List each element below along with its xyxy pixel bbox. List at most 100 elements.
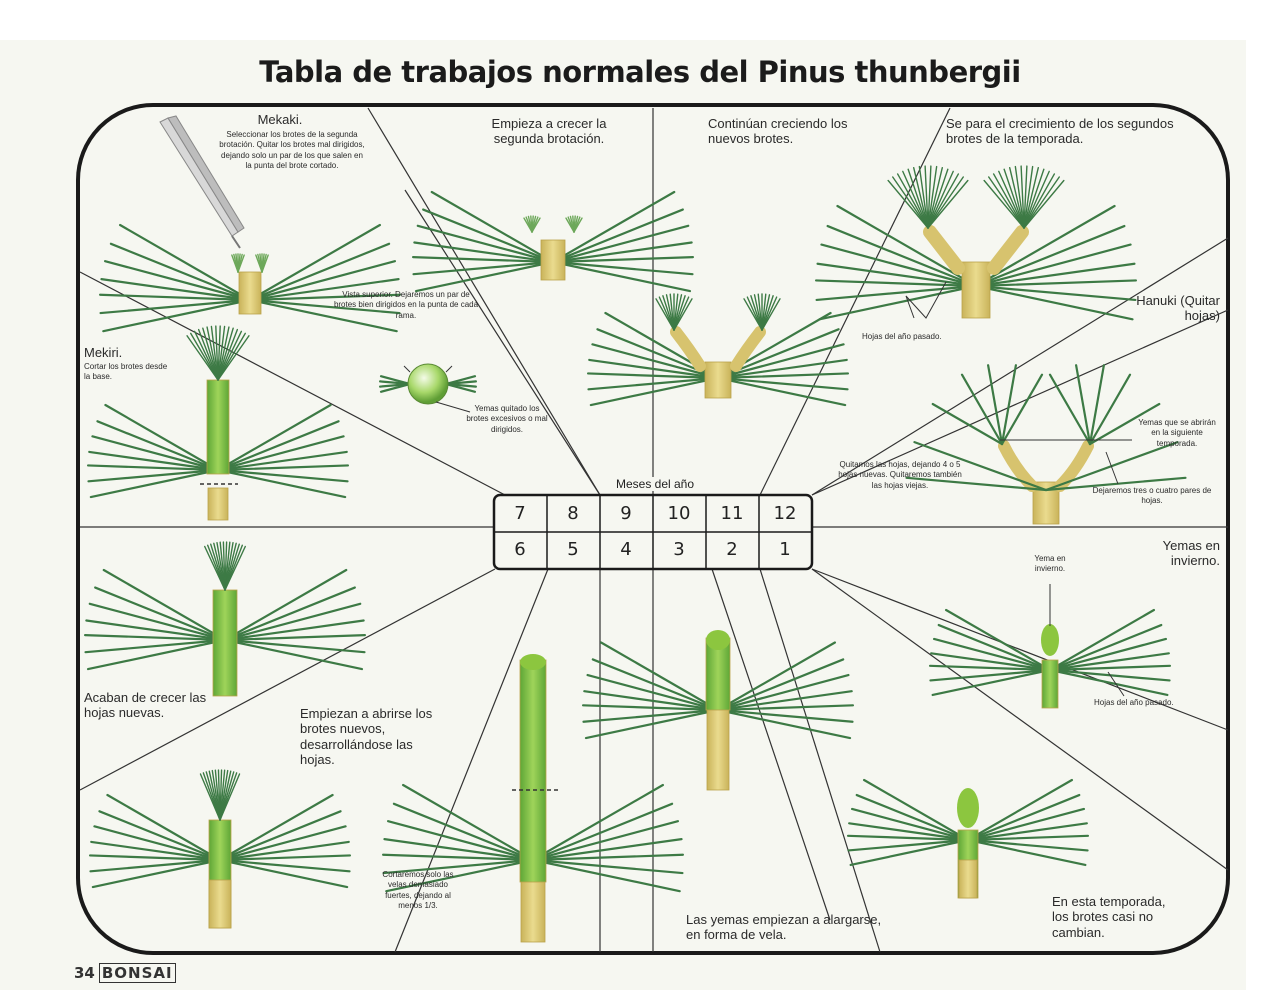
label-hojas-pasado-2: Hojas del año pasado. [1094,698,1174,707]
pine-needle [966,793,1081,842]
pine-needle [204,545,226,591]
label-acaban-de-crecer: Acaban de crecer las hojas nuevas. [84,690,207,721]
pine-needle [83,634,227,642]
pine-needle [412,260,555,276]
pine-needle [1048,623,1163,672]
pine-needle [414,260,555,293]
pine-needle [385,858,535,893]
pine-branch [670,326,766,372]
pine-needle [1023,168,1045,229]
pine-needle [1088,364,1105,446]
pine-needle [966,807,1086,842]
pine-needle [217,327,234,381]
pine-needle [531,802,674,862]
pine-needle [531,820,679,862]
pine-needle [102,568,227,642]
label-dejaremos-pares: Dejaremos tres o cuatro pares de hojas. [1092,486,1212,506]
pine-needle [716,658,845,712]
pine-needle [589,376,720,407]
pine-needle [210,325,219,381]
pine-needle [94,586,227,642]
pine-needle [218,858,351,873]
pine-needle [89,858,222,873]
label-yemas-abriran: Yemas que se abrirán en la siguiente tem… [1138,418,1216,448]
pine-needle [217,326,230,381]
pine-needle [716,673,850,712]
pine-needle [988,176,1025,229]
pine-needle [88,602,227,642]
pine-needle [216,468,349,483]
pine-needle [392,802,535,862]
pine-needle [929,668,1052,682]
pine-stem [519,659,547,883]
label-yema-en-invierno: Yema en invierno. [1034,554,1066,574]
pine-needle [106,793,222,862]
pine-needle [551,190,676,264]
pine-needle [862,778,970,842]
pine-needle [1048,637,1168,672]
pine-needle [379,382,412,393]
pine-needle [98,810,222,862]
pine-needle [930,652,1052,672]
pine-needle [248,293,402,302]
pine-needle [248,278,400,302]
pine-needle [216,468,347,499]
pine-needle [118,223,252,302]
pine-needle [102,298,252,333]
pine-needle [1020,165,1025,229]
pine-needle [1023,166,1039,229]
pine-needle [974,279,1138,288]
pine-needle [84,638,227,654]
pine-needle [1023,179,1065,229]
month-cell: 5 [567,539,579,560]
pine-needle [217,328,239,381]
pine-stem [520,879,546,943]
pine-needle [931,402,1004,446]
pine-needle [186,335,219,381]
pine-needle [199,773,221,821]
page-title: Tabla de trabajos normales del Pinus thu… [259,55,1021,89]
pine-branch [923,225,1029,275]
pine-needle [586,372,720,380]
month-cell: 8 [567,503,579,524]
pine-needle [565,217,575,233]
pine-needle [716,358,848,380]
pine-needle [223,586,356,642]
pine-needle [387,820,535,862]
pine-needle [430,190,555,264]
pine-needle [716,690,853,712]
pine-needle [816,262,978,288]
pine-needle [216,450,348,472]
month-cell: 7 [514,503,526,524]
pine-needle [716,708,854,723]
pine-needle [818,284,978,321]
pine-needle [217,325,221,381]
pine-candle-tip [706,630,730,650]
mekaki-text: Seleccionar los brotes de la segunda bro… [219,130,365,171]
pine-needle [1088,373,1132,446]
pine-needle [444,382,477,393]
pine-needle [927,176,964,229]
pine-needle [1009,166,1025,229]
pine-needle [966,778,1074,842]
pine-needle [218,825,347,862]
pine-needle [974,243,1132,288]
pine-needle [927,170,954,229]
pine-needle [551,224,690,264]
pine-needle [88,854,222,862]
pine-needle [531,858,684,875]
pine-needle [974,284,1134,321]
pine-needle [381,853,535,862]
pine-needle [217,330,243,381]
pine-needle [591,658,720,712]
pine-needle [206,326,219,381]
magazine-name: BONSAI [98,963,176,983]
pine-needle [814,279,978,288]
label-quitamos-hojas: Quitamos las hojas, dejando 4 o 5 hojas … [838,460,962,490]
pine-needle [960,373,1004,446]
pine-needle [523,217,533,233]
month-cell: 3 [673,539,685,560]
pine-needle [913,166,929,229]
pine-needle [218,840,350,862]
pine-needle [927,168,949,229]
